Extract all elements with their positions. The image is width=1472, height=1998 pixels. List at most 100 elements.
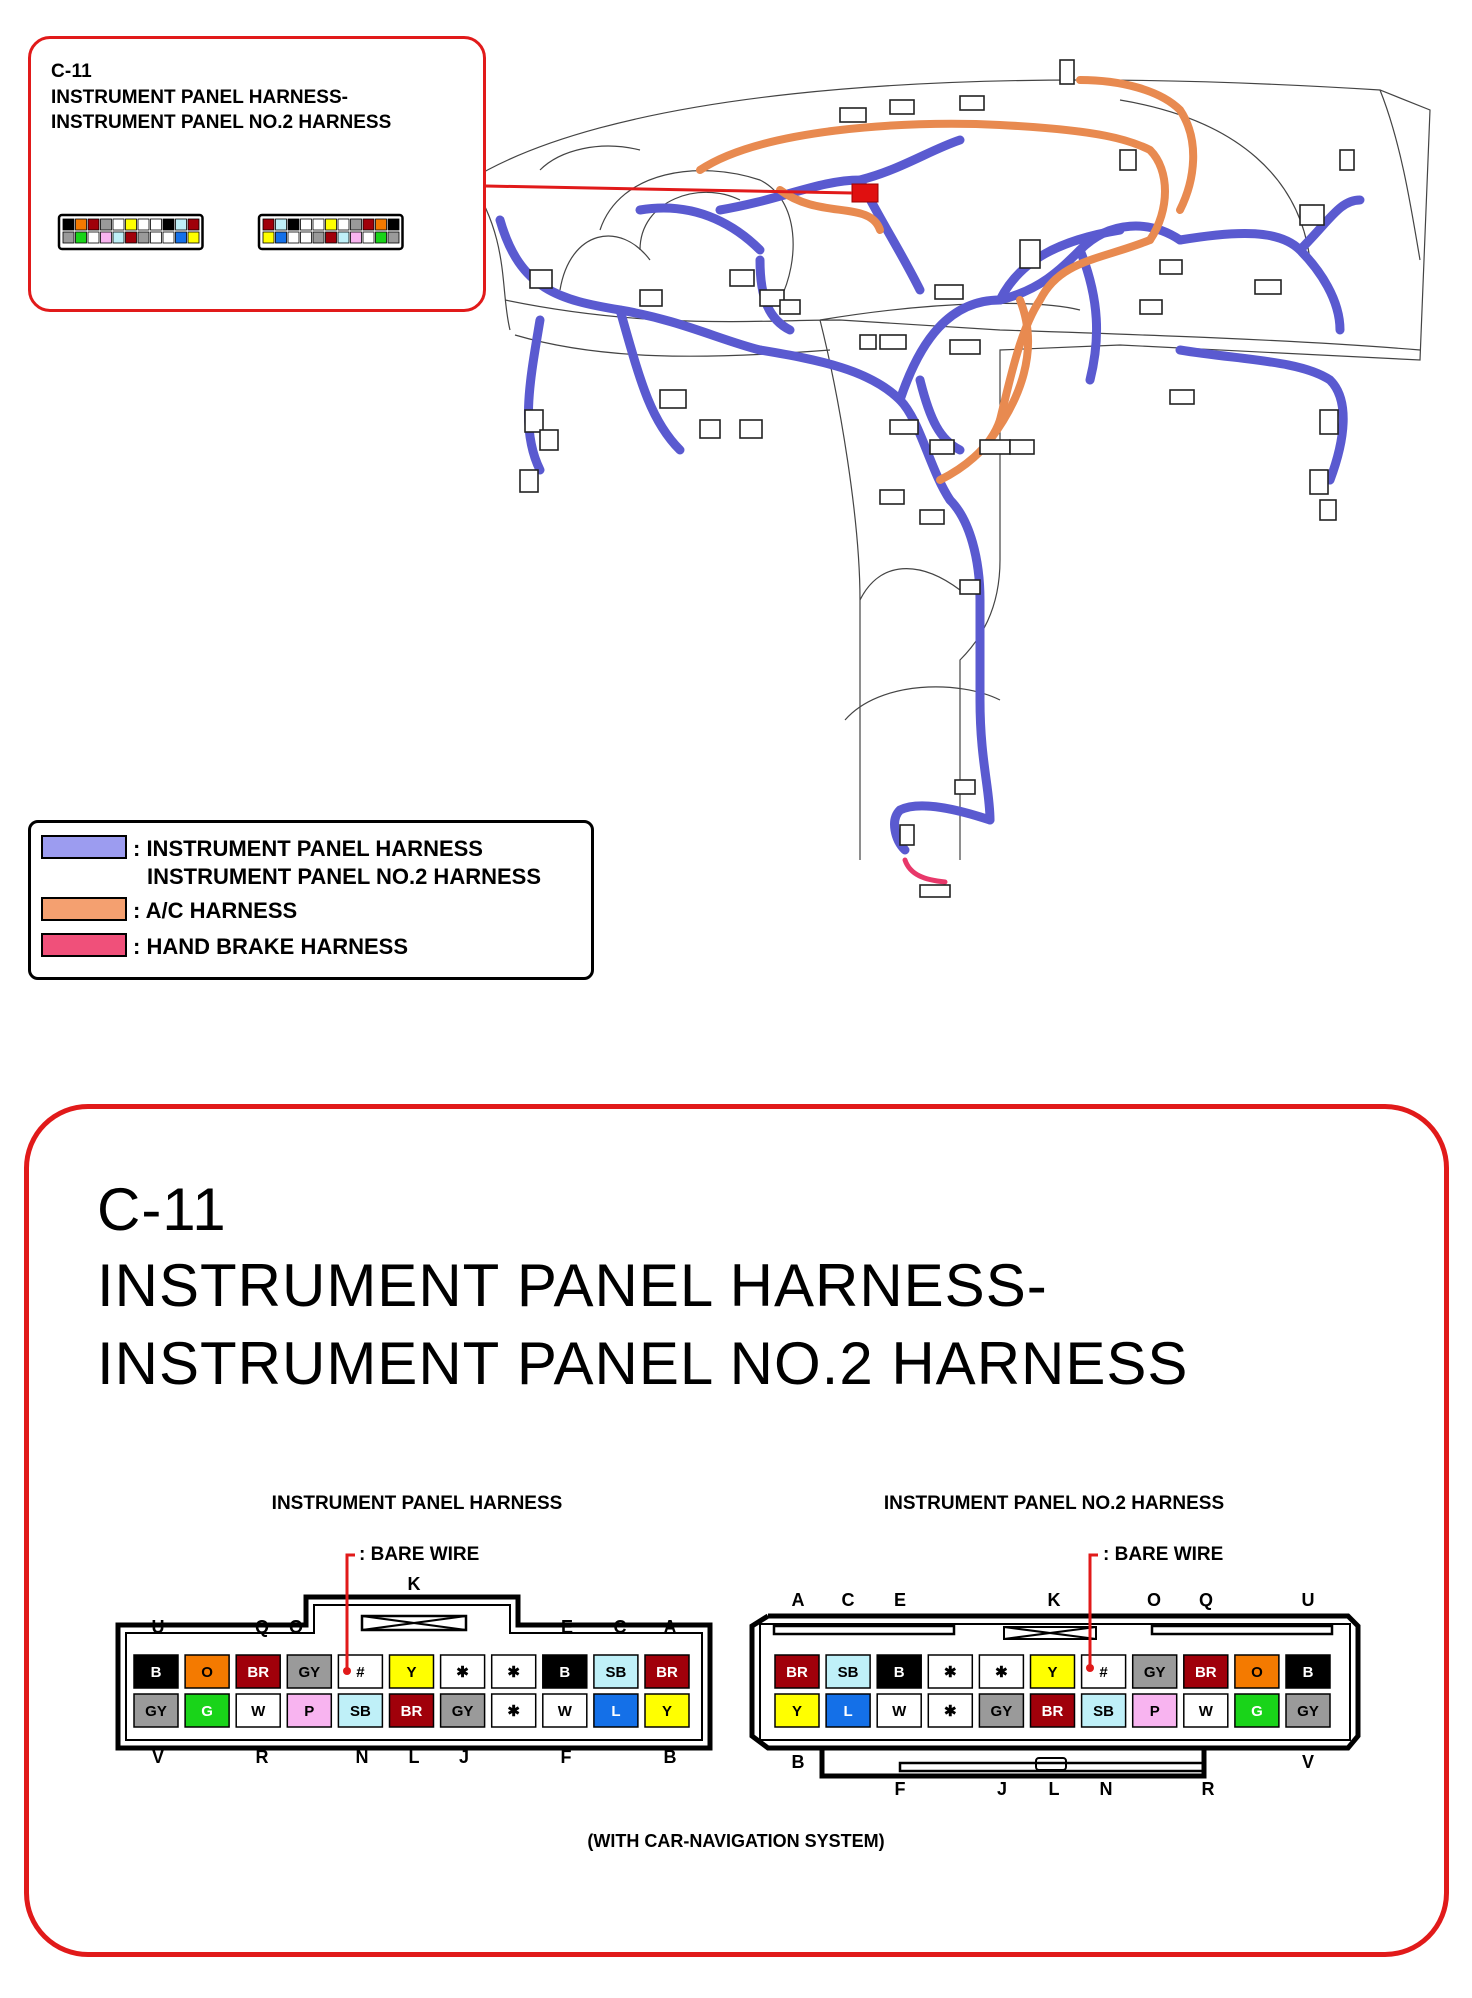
connector_right-pin-label: P — [1150, 1703, 1160, 1720]
connector_right-top-letter: A — [792, 1590, 805, 1610]
detail-code: C-11 — [97, 1176, 227, 1243]
connector_right-mini-pin — [337, 231, 350, 244]
left-connector-body — [115, 1594, 713, 1751]
connector_right-mini-pin — [375, 218, 387, 231]
connector_right-pin-row2-8 — [1183, 1693, 1229, 1728]
legend-label: : HAND BRAKE HARNESS — [133, 934, 409, 959]
connector_left-pin-row1-10 — [644, 1654, 690, 1689]
connector_right-bottom-letter: J — [997, 1779, 1007, 1799]
connector_right-mini-pin — [350, 218, 362, 231]
connector_right-pin-label: Y — [792, 1703, 802, 1720]
connector_left-pin-row2-0 — [133, 1693, 179, 1728]
connector_right-pin-label: ✱ — [944, 1664, 957, 1681]
connector_left-mini-pin — [187, 231, 200, 244]
connector_left-pin-label: W — [558, 1703, 573, 1720]
connector_left-pin-label: BR — [247, 1664, 269, 1681]
connector-diagrams: INSTRUMENT PANEL HARNESS INSTRUMENT PANE… — [115, 1493, 1361, 1851]
connector_left-mini-pin — [62, 231, 75, 244]
connector_left-top-letter: A — [664, 1617, 677, 1637]
connector_left-mini-pin — [112, 218, 125, 231]
connector_left-bottom-letter: N — [356, 1747, 369, 1767]
connector_left-mini-pin — [150, 231, 162, 244]
connector_right-pin-label: B — [1303, 1664, 1314, 1681]
connector_left-top-letter: U — [152, 1617, 165, 1637]
left-bare-wire-label: : BARE WIRE — [359, 1544, 479, 1565]
connector_left-mini-pin — [100, 218, 112, 231]
connector_left-bottom-letter: J — [459, 1747, 469, 1767]
connector_left-pin-row2-4 — [337, 1693, 384, 1728]
connector_right-mini-pin — [337, 218, 350, 231]
right-bare-wire-leader — [1088, 1553, 1098, 1668]
connector_left-pin-label: P — [304, 1703, 314, 1720]
right-connector-body — [749, 1613, 1361, 1779]
connector_left-mini-pin — [137, 218, 150, 231]
connector_right-pin-row1-8 — [1183, 1654, 1229, 1689]
connector_right-mini-pin — [350, 231, 362, 244]
connector_left-pin-row1-1 — [184, 1654, 230, 1689]
connector_left-pin-row2-10 — [644, 1693, 690, 1728]
highlighted-connector-c11 — [851, 183, 879, 203]
connector_right-bottom-letter: N — [1100, 1779, 1113, 1799]
connector_right-pin-label: W — [892, 1703, 907, 1720]
connector_right-top-letter: O — [1147, 1590, 1161, 1610]
connector_left-pin-row1-7 — [490, 1654, 537, 1689]
connector_left-top-letter: C — [614, 1617, 627, 1637]
connector_right-pin-row2-10 — [1285, 1693, 1331, 1728]
detail-title-line1: INSTRUMENT PANEL HARNESS- — [97, 1252, 1048, 1319]
connector_left-mini-pin — [125, 231, 137, 244]
connector_left-pin-label: GY — [145, 1703, 167, 1720]
connector_left-pin-row1-8 — [542, 1654, 588, 1689]
connector_left-mini-pin — [87, 231, 100, 244]
connector_right-bottom-letter: V — [1302, 1752, 1314, 1772]
connector_right-mini-pin — [262, 231, 275, 244]
inset-code: C-11 — [51, 61, 92, 82]
connector_right-mini-pin — [375, 231, 387, 244]
right-bare-wire-label: : BARE WIRE — [1103, 1544, 1223, 1565]
right-connector-name: INSTRUMENT PANEL NO.2 HARNESS — [884, 1493, 1224, 1514]
connector_right-pin-label: BR — [1042, 1703, 1064, 1720]
connector_right-pin-label: GY — [1144, 1664, 1166, 1681]
connector_left-pin-label: SB — [350, 1703, 371, 1720]
connector_left-pin-label: B — [559, 1664, 570, 1681]
connector_right-bottom-letter: B — [792, 1752, 805, 1772]
legend-label: : INSTRUMENT PANEL HARNESS — [133, 836, 483, 861]
connector_right-pin-label: ✱ — [944, 1703, 957, 1720]
connector_left-pin-label: GY — [298, 1664, 320, 1681]
connector_left-pin-label: L — [611, 1703, 620, 1720]
connector_right-pin-row2-1 — [825, 1693, 871, 1728]
connector_right-pin-row2-6 — [1080, 1693, 1127, 1728]
connector_left-pin-row1-5 — [388, 1654, 435, 1689]
left-bare-wire-leader — [345, 1553, 355, 1671]
connector_left-mini-pin — [112, 231, 125, 244]
connector_left-pin-label: ✱ — [456, 1664, 469, 1681]
connector_right-pin-row1-3 — [927, 1654, 974, 1689]
connector_right-bottom-letter: F — [895, 1779, 906, 1799]
connector_right-pin-row1-7 — [1131, 1654, 1178, 1689]
legend-swatch-orange — [41, 897, 127, 921]
connector_left-pin-row2-9 — [593, 1693, 639, 1728]
connector_left-mini-pin — [175, 231, 187, 244]
dashboard-harness-illustration — [469, 59, 1431, 898]
inset-title-line2: INSTRUMENT PANEL NO.2 HARNESS — [51, 112, 392, 133]
connector_right-pin-label: SB — [1093, 1703, 1114, 1720]
connector_right-pin-row2-4 — [978, 1693, 1025, 1728]
connector_left-bottom-letter: L — [409, 1747, 420, 1767]
connector-detail-panel: C-11 INSTRUMENT PANEL HARNESS- INSTRUMEN… — [24, 1104, 1449, 1957]
connector_right-pin-label: GY — [991, 1703, 1013, 1720]
connector_right-mini-frame — [257, 213, 404, 251]
connector_left-pin-row1-9 — [593, 1654, 639, 1689]
connector_right-pin-row1-0 — [774, 1654, 820, 1689]
inset-connector-thumbnails — [57, 213, 404, 251]
connector_right-mini-pin — [275, 231, 287, 244]
connector_left-pin-label: Y — [406, 1664, 416, 1681]
legend-swatch-pink — [41, 933, 127, 957]
connector_right-mini-pin — [262, 218, 275, 231]
connector_right-pin-label: B — [894, 1664, 905, 1681]
connector_right-bottom-letter: R — [1202, 1779, 1215, 1799]
connector_left-mini-pin — [150, 218, 162, 231]
connector_left-bottom-letter: B — [664, 1747, 677, 1767]
inset-title-line1: INSTRUMENT PANEL HARNESS- — [51, 87, 348, 108]
connector_right-pin-label: ✱ — [995, 1664, 1008, 1681]
connector_left-top-letter: E — [561, 1617, 573, 1637]
connector_left-pin-label: ✱ — [507, 1703, 520, 1720]
